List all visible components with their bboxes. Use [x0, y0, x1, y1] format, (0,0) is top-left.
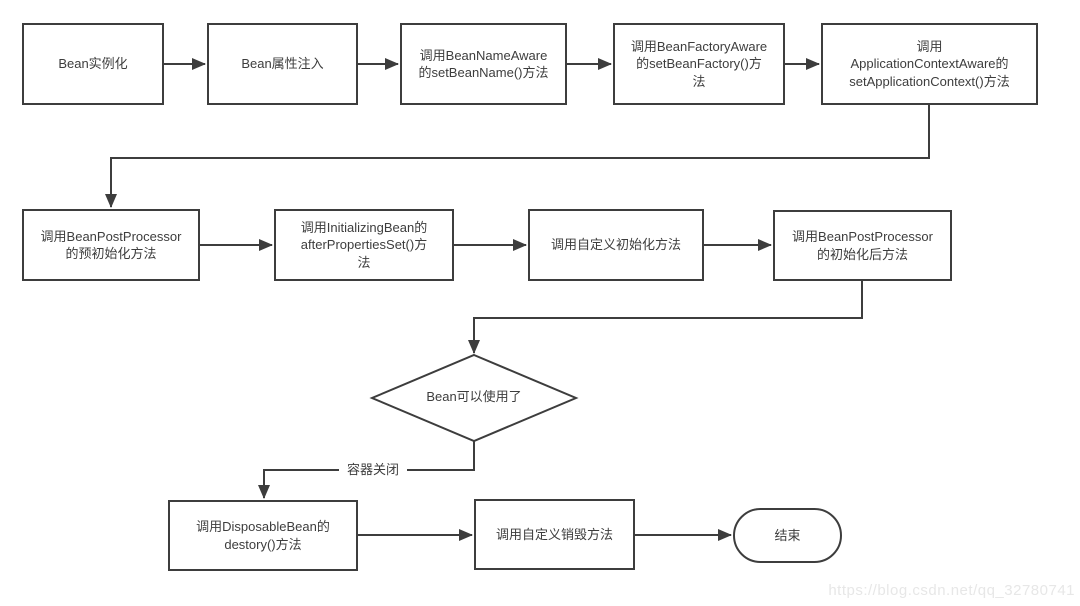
node-afterpropertiesset: 调用InitializingBean的 afterPropertiesSet()…: [274, 209, 454, 281]
node-custom-destroy-method: 调用自定义销毁方法: [474, 499, 635, 570]
edge-n5-n6: [105, 105, 930, 208]
decision-diamond-shape: [369, 353, 579, 443]
node-setapplicationcontext: 调用 ApplicationContextAware的 setApplicati…: [821, 23, 1038, 105]
decision-bean-ready-label: Bean可以使用了: [426, 389, 522, 404]
edge-label-container-close: 容器关闭: [339, 462, 407, 479]
node-bean-property-injection: Bean属性注入: [207, 23, 358, 105]
node-custom-init-method: 调用自定义初始化方法: [528, 209, 704, 281]
watermark-url: https://blog.csdn.net/qq_32780741: [828, 582, 1075, 599]
edge-n9-decision: [468, 281, 863, 354]
node-disposablebean-destroy: 调用DisposableBean的 destory()方法: [168, 500, 358, 571]
node-bean-instantiation: Bean实例化: [22, 23, 164, 105]
node-end-terminator: 结束: [733, 508, 842, 563]
node-postprocessor-after-init: 调用BeanPostProcessor 的初始化后方法: [773, 210, 952, 281]
node-setbeanname: 调用BeanNameAware 的setBeanName()方法: [400, 23, 567, 105]
node-setbeanfactory: 调用BeanFactoryAware 的setBeanFactory()方 法: [613, 23, 785, 105]
node-postprocessor-before-init: 调用BeanPostProcessor 的预初始化方法: [22, 209, 200, 281]
